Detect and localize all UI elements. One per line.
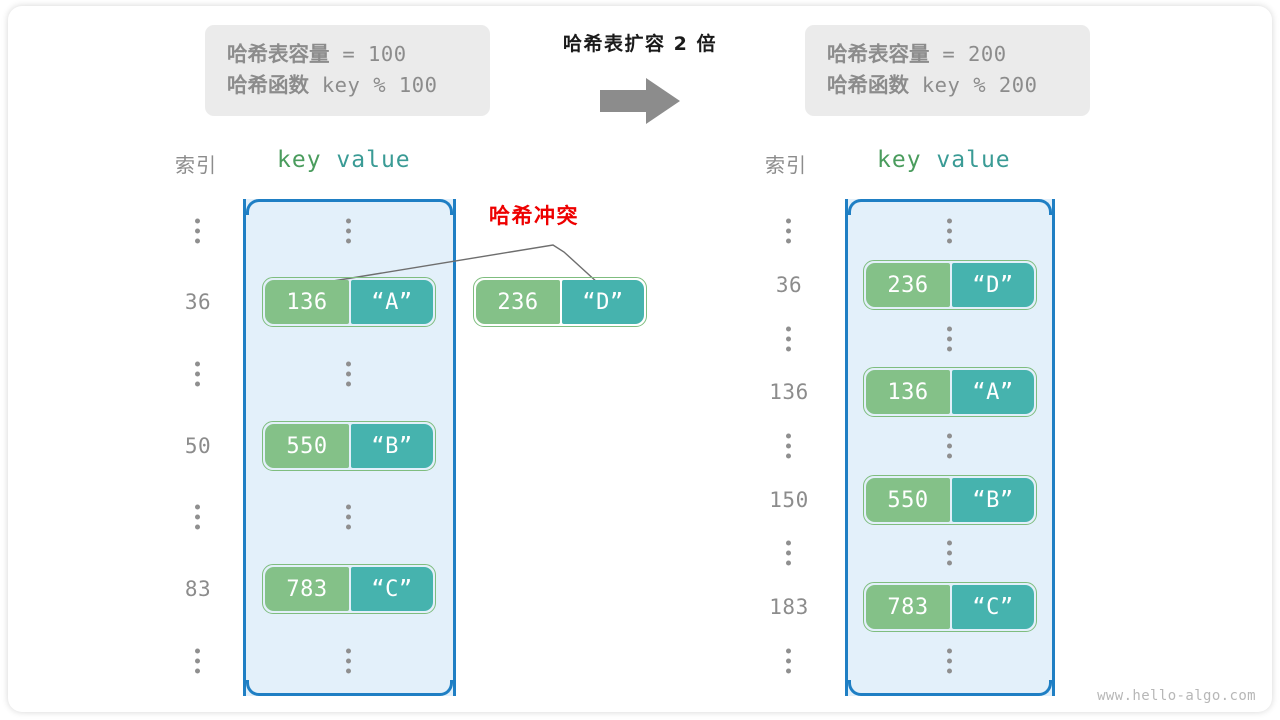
before-row-3-index: 50	[184, 434, 212, 458]
after-row-1-pair[interactable]: 236“D”	[863, 260, 1037, 310]
watermark: www.hello-algo.com	[1097, 688, 1256, 704]
before-key-header: key	[277, 147, 322, 173]
after-row-1-pair-key: 236	[866, 263, 950, 307]
after-row-0-index-dots	[786, 218, 792, 244]
before-row-1-index: 36	[184, 290, 212, 314]
after-row-4-index-dots	[786, 433, 792, 459]
after-row-3-index: 136	[769, 380, 809, 404]
after-row-2-cell-dots	[947, 326, 953, 352]
after-row-5-index: 150	[769, 488, 809, 512]
before-row-1-pair-value: “A”	[351, 280, 433, 324]
collision-pair-key: 236	[476, 280, 560, 324]
before-capacity-label: 哈希表容量	[227, 42, 330, 66]
after-row-3-pair[interactable]: 136“A”	[863, 367, 1037, 417]
before-row-0-index-dots	[195, 218, 201, 244]
after-capacity-label: 哈希表容量	[827, 42, 930, 66]
after-index-header: 索引	[765, 153, 807, 177]
before-bucket-bottom-cap	[246, 680, 453, 696]
before-function-line: 哈希函数 key % 100	[227, 70, 468, 101]
before-row-0-cell-dots	[346, 218, 352, 244]
after-row-7-pair-value: “C”	[952, 585, 1034, 629]
after-row-8-cell-dots	[947, 648, 953, 674]
expansion-caption: 哈希表扩容 2 倍	[563, 33, 717, 55]
after-function-label: 哈希函数	[827, 73, 909, 97]
before-row-1-pair[interactable]: 136“A”	[262, 277, 436, 327]
after-key-header: key	[877, 147, 922, 173]
after-kv-header: key value	[877, 147, 1011, 173]
before-row-3-pair[interactable]: 550“B”	[262, 421, 436, 471]
collision-pair[interactable]: 236“D”	[473, 277, 647, 327]
before-row-6-cell-dots	[346, 648, 352, 674]
after-row-8-index-dots	[786, 648, 792, 674]
collision-pair-value: “D”	[562, 280, 644, 324]
before-row-5-index: 83	[184, 577, 212, 601]
after-row-6-cell-dots	[947, 540, 953, 566]
before-value-header: value	[336, 147, 411, 173]
after-function-expr: key % 200	[909, 73, 1038, 97]
after-row-1-pair-value: “D”	[952, 263, 1034, 307]
before-bucket-top-cap	[246, 199, 453, 215]
after-row-7-index: 183	[769, 595, 809, 619]
before-row-6-index-dots	[195, 648, 201, 674]
after-capacity-expr: = 200	[929, 42, 1007, 66]
before-row-3-pair-value: “B”	[351, 424, 433, 468]
after-capacity-line: 哈希表容量 = 200	[827, 39, 1068, 70]
after-value-header: value	[936, 147, 1011, 173]
before-kv-header: key value	[277, 147, 411, 173]
after-row-5-pair-key: 550	[866, 478, 950, 522]
before-row-2-index-dots	[195, 361, 201, 387]
before-capacity-line: 哈希表容量 = 100	[227, 39, 468, 70]
after-row-7-pair[interactable]: 783“C”	[863, 582, 1037, 632]
before-capacity-expr: = 100	[329, 42, 407, 66]
after-row-2-index-dots	[786, 326, 792, 352]
right-arrow-icon	[600, 76, 682, 126]
before-row-2-cell-dots	[346, 361, 352, 387]
before-row-5-pair-key: 783	[265, 567, 349, 611]
before-function-label: 哈希函数	[227, 73, 309, 97]
after-bucket-bottom-cap	[848, 680, 1052, 696]
before-row-5-pair[interactable]: 783“C”	[262, 564, 436, 614]
after-row-4-cell-dots	[947, 433, 953, 459]
after-row-0-cell-dots	[947, 218, 953, 244]
before-function-expr: key % 100	[309, 73, 438, 97]
after-function-line: 哈希函数 key % 200	[827, 70, 1068, 101]
before-row-3-pair-key: 550	[265, 424, 349, 468]
before-row-4-index-dots	[195, 504, 201, 530]
before-row-4-cell-dots	[346, 504, 352, 530]
after-row-1-index: 36	[775, 273, 803, 297]
before-row-5-pair-value: “C”	[351, 567, 433, 611]
before-index-header: 索引	[175, 153, 217, 177]
before-row-1-pair-key: 136	[265, 280, 349, 324]
after-row-5-pair[interactable]: 550“B”	[863, 475, 1037, 525]
page-frame	[8, 6, 1272, 712]
after-row-6-index-dots	[786, 540, 792, 566]
after-bucket-top-cap	[848, 199, 1052, 215]
before-info-box: 哈希表容量 = 100 哈希函数 key % 100	[205, 25, 490, 116]
after-row-3-pair-key: 136	[866, 370, 950, 414]
after-info-box: 哈希表容量 = 200 哈希函数 key % 200	[805, 25, 1090, 116]
collision-label: 哈希冲突	[489, 204, 579, 228]
after-row-7-pair-key: 783	[866, 585, 950, 629]
after-row-5-pair-value: “B”	[952, 478, 1034, 522]
after-row-3-pair-value: “A”	[952, 370, 1034, 414]
